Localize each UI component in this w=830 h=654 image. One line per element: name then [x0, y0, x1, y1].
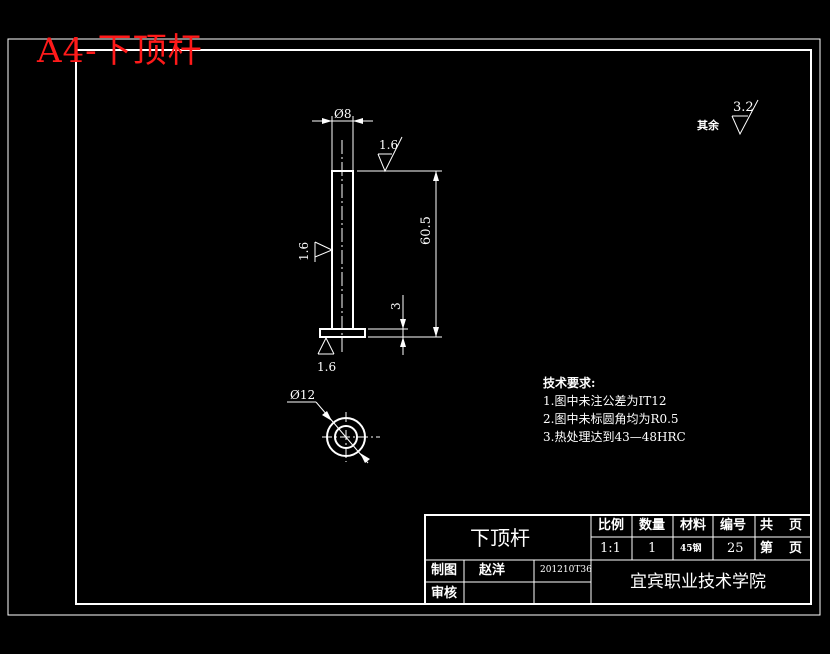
front-view: [312, 116, 442, 355]
head-outline: [319, 328, 366, 338]
note-item-3: 3.热处理达到43—48HRC: [543, 430, 686, 444]
roughness-top-symbol: [377, 136, 403, 173]
page-label-2: 页: [789, 541, 803, 556]
dim-head-thickness: 3: [389, 302, 403, 310]
material-value: 45钢: [680, 544, 702, 554]
dim-length: 60.5: [419, 216, 434, 245]
note-item-1: 1.图中未注公差为IT12: [543, 394, 667, 408]
material-label: 材料: [680, 518, 707, 533]
outer-border: [7, 38, 821, 616]
school-name: 宜宾职业技术学院: [630, 572, 766, 592]
top-view: [287, 401, 380, 464]
student-id: 201210T36: [540, 565, 592, 575]
scale-label: 比例: [598, 518, 625, 533]
dim-head-diameter: Ø12: [290, 388, 316, 402]
head-circle: [326, 417, 366, 457]
notes-title: 技术要求:: [543, 376, 596, 390]
page-label-1: 页: [789, 518, 803, 533]
roughness-top-value: 1.6: [379, 138, 399, 152]
rest-roughness-symbol: [731, 99, 759, 136]
drawn-label: 制图: [431, 563, 458, 578]
qty-label: 数量: [639, 518, 666, 533]
sheet-label-cell: 第: [760, 541, 774, 556]
checked-label: 审核: [431, 586, 458, 601]
total-label: 共: [760, 518, 774, 533]
roughness-bottom-symbol: [317, 336, 335, 355]
roughness-rest-label: 其余: [697, 119, 719, 132]
roughness-side-symbol: [314, 241, 334, 258]
shaft-circle: [334, 425, 358, 449]
roughness-rest-value: 3.2: [733, 100, 754, 115]
technical-notes: 技术要求: 1.图中未注公差为IT12 2.图中未标圆角均为R0.5 3.热处理…: [543, 374, 686, 446]
number-label: 编号: [720, 518, 747, 533]
sheet-label: A4-下顶杆: [37, 31, 203, 71]
title-block-grid: [424, 514, 812, 605]
scale-value: 1:1: [600, 541, 621, 556]
roughness-bottom-value: 1.6: [317, 360, 337, 374]
dim-shaft-diameter: Ø8: [334, 107, 352, 121]
note-item-2: 2.图中未标圆角均为R0.5: [543, 412, 679, 426]
number-value: 25: [727, 541, 744, 556]
part-name: 下顶杆: [470, 526, 530, 550]
roughness-side-value: 1.6: [297, 241, 311, 261]
qty-value: 1: [648, 541, 657, 556]
drawn-by: 赵洋: [479, 563, 506, 578]
